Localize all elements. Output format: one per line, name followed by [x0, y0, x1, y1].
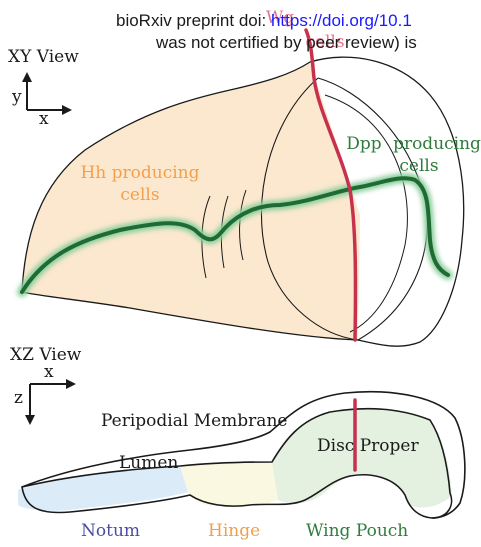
preprint-header: bioRxiv preprint doi: https://doi.org/10…: [116, 11, 417, 52]
header-doi-link[interactable]: https://doi.org/10.1: [271, 11, 412, 30]
dpp-label-line1: Dpp: [346, 134, 382, 154]
notum-label: Notum: [81, 521, 140, 541]
xz-axis-z-label: z: [14, 388, 23, 408]
hinge-region: [180, 462, 278, 506]
xz-view-panel: XZ View x z Peripodial Membrane Lumen Di…: [10, 345, 465, 541]
wing-pouch-label: Wing Pouch: [306, 521, 408, 541]
lumen-label: Lumen: [119, 453, 178, 473]
header-line2: was not certified by peer review) is: [155, 33, 417, 52]
xy-view-title: XY View: [8, 47, 79, 67]
xy-axis-x-label: x: [39, 109, 49, 129]
hh-label-line2: cells: [120, 185, 159, 205]
peripodial-membrane-label: Peripodial Membrane: [101, 411, 287, 431]
dpp-label-line2: producing: [393, 134, 481, 154]
wing-pouch-region: [272, 409, 452, 508]
dpp-label-line3: cells: [399, 156, 438, 176]
hinge-label: Hinge: [208, 521, 260, 541]
xy-axis-y-label: y: [11, 87, 22, 107]
xz-axis-x-label: x: [44, 362, 54, 382]
xy-view-panel: XY View y x Hh producing cells Dpp produ…: [8, 8, 481, 346]
hh-label-line1: Hh producing: [80, 163, 199, 183]
header-line1-prefix: bioRxiv preprint doi:: [116, 11, 271, 30]
header-line1: bioRxiv preprint doi: https://doi.org/10…: [116, 11, 412, 30]
disc-proper-label: Disc Proper: [317, 436, 419, 456]
